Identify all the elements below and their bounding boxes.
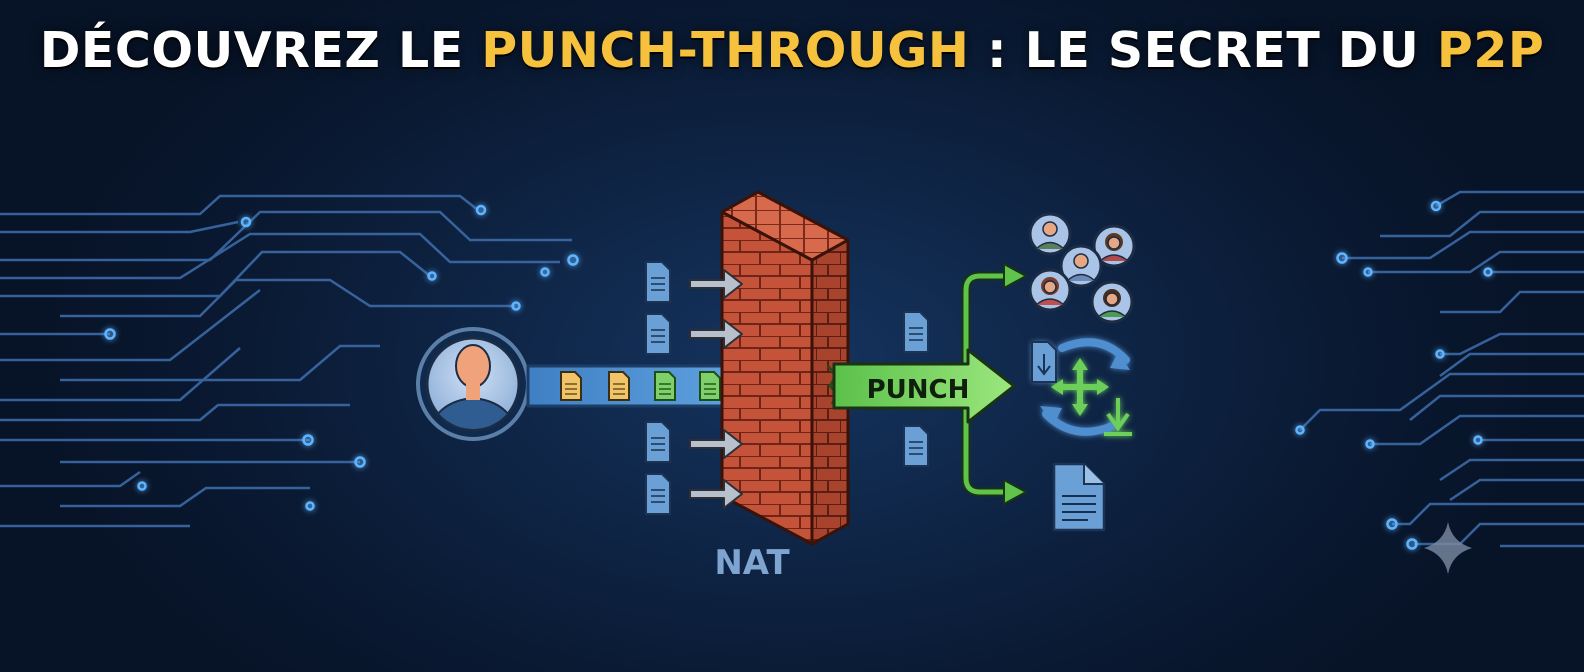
file-icon bbox=[645, 473, 671, 515]
sparkle-icon bbox=[1424, 522, 1472, 574]
tunnel-files bbox=[560, 371, 721, 401]
user-avatar-icon bbox=[416, 327, 530, 441]
peer-avatar-icon bbox=[1028, 268, 1072, 312]
circuit-traces-right bbox=[1299, 190, 1584, 548]
file-icon bbox=[699, 371, 721, 401]
circuit-traces-left bbox=[0, 194, 572, 528]
file-icon bbox=[645, 421, 671, 463]
file-icon bbox=[645, 261, 671, 303]
file-icon bbox=[903, 311, 929, 353]
sync-arrows-icon bbox=[1031, 338, 1132, 436]
title-highlight-punch-through: PUNCH-THROUGH bbox=[481, 22, 970, 79]
file-icon bbox=[645, 313, 671, 355]
peer-avatar-icon bbox=[1090, 280, 1134, 324]
brick-wall-icon bbox=[720, 190, 850, 546]
punch-label: PUNCH bbox=[867, 375, 970, 405]
arrowhead-bottom bbox=[1003, 478, 1029, 506]
title-highlight-p2p: P2P bbox=[1436, 22, 1545, 79]
file-icon bbox=[608, 371, 630, 401]
nat-label: NAT bbox=[714, 543, 790, 583]
file-icon bbox=[560, 371, 582, 401]
punch-arrow bbox=[832, 348, 1016, 424]
circuit-nodes-left bbox=[104, 204, 579, 511]
title-part-1: DÉCOUVREZ LE bbox=[39, 22, 482, 79]
file-icon bbox=[654, 371, 676, 401]
peer-avatar-icon bbox=[1092, 224, 1136, 268]
peer-avatars bbox=[1028, 212, 1136, 324]
arrowhead-top bbox=[1003, 262, 1029, 290]
file-icon bbox=[903, 425, 929, 467]
peer-avatar-icon bbox=[1028, 212, 1072, 256]
document-icon bbox=[1052, 462, 1106, 532]
title-part-3: : LE SECRET DU bbox=[969, 22, 1437, 79]
page-title: DÉCOUVREZ LE PUNCH-THROUGH : LE SECRET D… bbox=[0, 22, 1584, 79]
passed-files bbox=[903, 311, 929, 467]
branch-arrows bbox=[961, 271, 1008, 497]
circuit-nodes-right bbox=[1295, 200, 1493, 550]
peer-avatar-icon bbox=[1059, 244, 1103, 288]
blocked-packets bbox=[645, 261, 743, 515]
